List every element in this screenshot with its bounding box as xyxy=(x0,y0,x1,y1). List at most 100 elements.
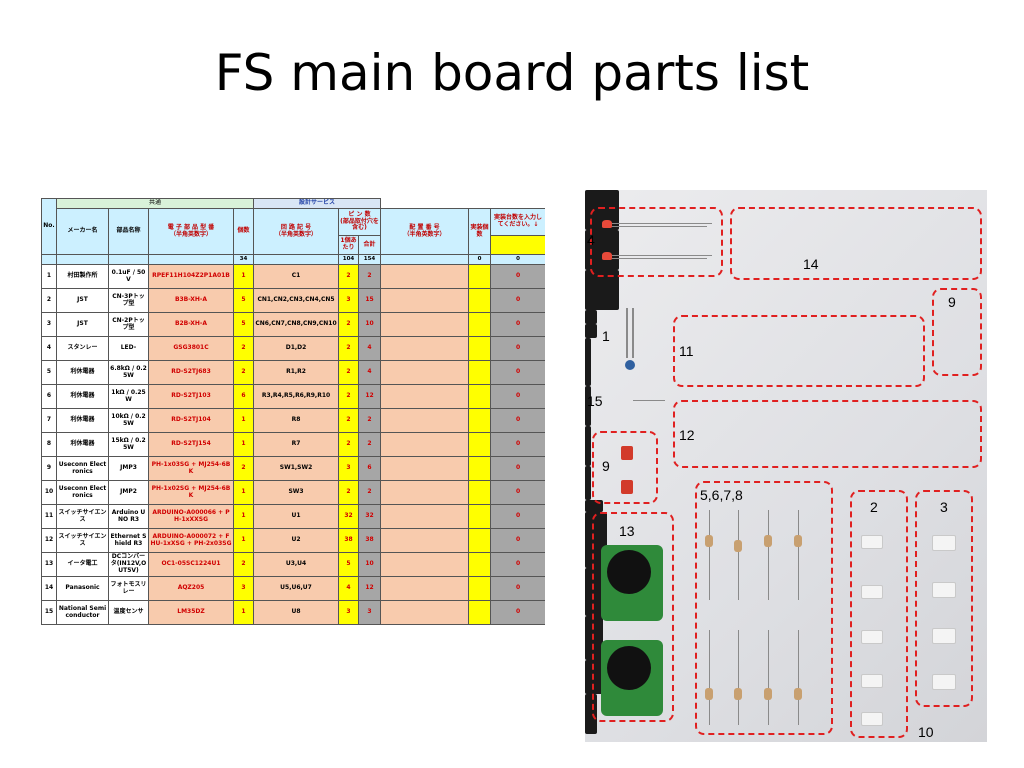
row-mount-qty[interactable] xyxy=(468,360,492,385)
row-mount-qty[interactable] xyxy=(468,576,492,601)
row-mount-qty[interactable] xyxy=(468,408,492,433)
row-part-number: RD-S2TJ683 xyxy=(148,360,234,385)
row-placement[interactable] xyxy=(380,408,470,433)
row-placement[interactable] xyxy=(380,264,470,289)
row-no: 14 xyxy=(41,576,57,601)
row-placement[interactable] xyxy=(380,576,470,601)
row-placement[interactable] xyxy=(380,600,470,625)
row-part-number: RD-S2TJ103 xyxy=(148,384,234,409)
row-pins-total: 3 xyxy=(358,600,382,625)
row-placement[interactable] xyxy=(380,336,470,361)
row-value: 0 xyxy=(490,408,545,433)
row-maker: イータ電工 xyxy=(56,552,109,577)
row-mount-qty[interactable] xyxy=(468,480,492,505)
pin-header-icon xyxy=(585,338,591,386)
header-part-number: 電 子 部 品 型 番 （半角英数字） xyxy=(148,208,234,255)
row-placement[interactable] xyxy=(380,384,470,409)
row-placement[interactable] xyxy=(380,312,470,337)
resistor-icon xyxy=(734,688,742,700)
highlight-box-12 xyxy=(673,400,982,468)
parts-table: No. 共通 設計サービス メーカー名 部品名称 電 子 部 品 型 番 （半角… xyxy=(41,198,545,625)
row-mount-qty[interactable] xyxy=(468,288,492,313)
row-mount-qty[interactable] xyxy=(468,552,492,577)
highlight-box-3 xyxy=(915,490,973,707)
row-circuit: SW3 xyxy=(253,480,340,505)
parts-list-sheet: No. 共通 設計サービス メーカー名 部品名称 電 子 部 品 型 番 （半角… xyxy=(41,198,545,742)
row-part-number: LM35DZ xyxy=(148,600,234,625)
row-placement[interactable] xyxy=(380,528,470,553)
row-circuit: CN1,CN2,CN3,CN4,CN5 xyxy=(253,288,340,313)
header-circuit: 回 路 記 号 （半角英数字） xyxy=(253,208,340,255)
connector-icon xyxy=(861,535,883,549)
highlight-box-2 xyxy=(850,490,908,738)
resistor-icon xyxy=(794,688,802,700)
row-placement[interactable] xyxy=(380,552,470,577)
row-pins-each: 38 xyxy=(338,528,360,553)
row-no: 2 xyxy=(41,288,57,313)
row-value: 0 xyxy=(490,528,545,553)
resistor-icon xyxy=(764,688,772,700)
row-qty: 3 xyxy=(232,576,255,601)
row-mount-qty[interactable] xyxy=(468,600,492,625)
row-mount-qty[interactable] xyxy=(468,528,492,553)
connector-icon xyxy=(932,674,956,690)
row-placement[interactable] xyxy=(380,288,470,313)
row-value: 0 xyxy=(490,336,545,361)
connector-icon xyxy=(932,535,956,551)
row-qty: 2 xyxy=(232,360,255,385)
header-qty: 個数 xyxy=(232,208,255,255)
row-mount-qty[interactable] xyxy=(468,312,492,337)
row-part-name: 6.8kΩ / 0.25W xyxy=(108,360,149,385)
row-circuit: U5,U6,U7 xyxy=(253,576,340,601)
row-circuit: C1 xyxy=(253,264,340,289)
row-mount-qty[interactable] xyxy=(468,456,492,481)
row-pins-each: 2 xyxy=(338,384,360,409)
row-mount-qty[interactable] xyxy=(468,504,492,529)
slide-title: FS main board parts list xyxy=(214,44,810,102)
row-pins-total: 6 xyxy=(358,456,382,481)
label-15: 15 xyxy=(587,393,603,409)
pin-header-icon xyxy=(585,426,591,466)
row-pins-total: 15 xyxy=(358,288,382,313)
row-qty: 2 xyxy=(232,456,255,481)
row-circuit: U8 xyxy=(253,600,340,625)
row-part-name: 10kΩ / 0.25W xyxy=(108,408,149,433)
row-placement[interactable] xyxy=(380,432,470,457)
header-pins: ピ ン 数 (部品取付穴を含む) xyxy=(338,208,382,236)
row-qty: 2 xyxy=(232,336,255,361)
row-pins-each: 32 xyxy=(338,504,360,529)
row-placement[interactable] xyxy=(380,456,470,481)
row-mount-qty[interactable] xyxy=(468,336,492,361)
pin-header-icon xyxy=(585,694,597,734)
header-part-number-sub: （半角英数字） xyxy=(169,230,212,238)
row-placement[interactable] xyxy=(380,360,470,385)
row-pins-each: 3 xyxy=(338,456,360,481)
resistor-icon xyxy=(764,535,772,547)
row-no: 15 xyxy=(41,600,57,625)
row-no: 13 xyxy=(41,552,57,577)
led-icon xyxy=(602,252,612,260)
mount-units-input-cell[interactable] xyxy=(490,235,545,255)
row-mount-qty[interactable] xyxy=(468,384,492,409)
total-pins-each: 104 xyxy=(338,254,360,265)
row-mount-qty[interactable] xyxy=(468,432,492,457)
resistor-icon xyxy=(705,688,713,700)
row-maker: Useconn Electronics xyxy=(56,480,109,505)
highlight-box-13 xyxy=(592,512,674,722)
inductor-icon xyxy=(607,646,651,690)
row-qty: 5 xyxy=(232,312,255,337)
row-part-name: LED- xyxy=(108,336,149,361)
row-circuit: U2 xyxy=(253,528,340,553)
label-11: 11 xyxy=(679,343,694,359)
socket-header-icon xyxy=(585,616,603,660)
row-placement[interactable] xyxy=(380,504,470,529)
row-placement[interactable] xyxy=(380,480,470,505)
total-qty: 34 xyxy=(232,254,255,265)
header-no: No. xyxy=(41,198,57,255)
row-mount-qty[interactable] xyxy=(468,264,492,289)
